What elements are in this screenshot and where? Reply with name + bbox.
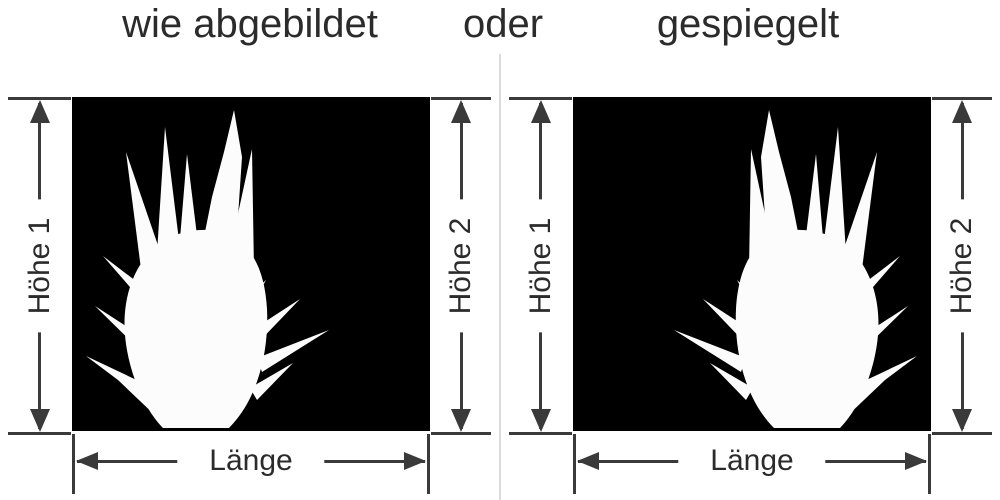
arrowhead-up-icon [530, 100, 551, 123]
plant-silhouette [86, 110, 329, 428]
length-dimension: Länge [573, 434, 931, 494]
arrowhead-right-icon [905, 452, 927, 470]
cap-line [932, 97, 992, 100]
vertical-divider [499, 54, 501, 500]
height1-label: Höhe 1 [19, 199, 60, 333]
height1-dimension: Höhe 1 [509, 97, 572, 435]
height2-label: Höhe 2 [942, 199, 982, 333]
height1-label: Höhe 1 [520, 199, 561, 333]
height2-dimension: Höhe 2 [932, 97, 992, 435]
cap-line [928, 434, 931, 494]
panel-as-shown: Höhe 1 [8, 97, 491, 496]
cap-line [431, 432, 491, 435]
arrowhead-right-icon [404, 452, 426, 470]
arrowhead-down-icon [952, 409, 972, 432]
height1-dimension: Höhe 1 [8, 97, 71, 435]
arrowhead-up-icon [952, 100, 972, 123]
arrowhead-left-icon [76, 452, 98, 470]
cap-line [573, 434, 576, 494]
arrowhead-down-icon [29, 409, 50, 432]
cap-line [431, 97, 491, 100]
option-label-as-shown: wie abgebildet [122, 2, 378, 46]
motif-square [72, 97, 430, 431]
height2-label: Höhe 2 [441, 199, 481, 333]
panel-mirrored: Höhe 1 [509, 97, 992, 496]
arrowhead-up-icon [29, 100, 50, 123]
height2-dimension: Höhe 2 [431, 97, 491, 435]
cap-line [72, 434, 75, 494]
length-label: Länge [177, 441, 325, 481]
length-dimension: Länge [72, 434, 430, 494]
arrowhead-left-icon [577, 452, 599, 470]
cap-line [932, 432, 992, 435]
arrowhead-down-icon [451, 409, 471, 432]
cap-line [8, 432, 71, 435]
arrowhead-down-icon [530, 409, 551, 432]
length-label: Länge [678, 441, 826, 481]
plant-silhouette-mirrored [674, 110, 917, 428]
motif-square-mirrored [573, 97, 931, 431]
cap-line [427, 434, 430, 494]
cap-line [8, 97, 71, 100]
arrowhead-up-icon [451, 100, 471, 123]
cap-line [509, 97, 572, 100]
conjunction-label: oder [462, 2, 544, 46]
cap-line [509, 432, 572, 435]
option-label-mirrored: gespiegelt [656, 2, 840, 46]
